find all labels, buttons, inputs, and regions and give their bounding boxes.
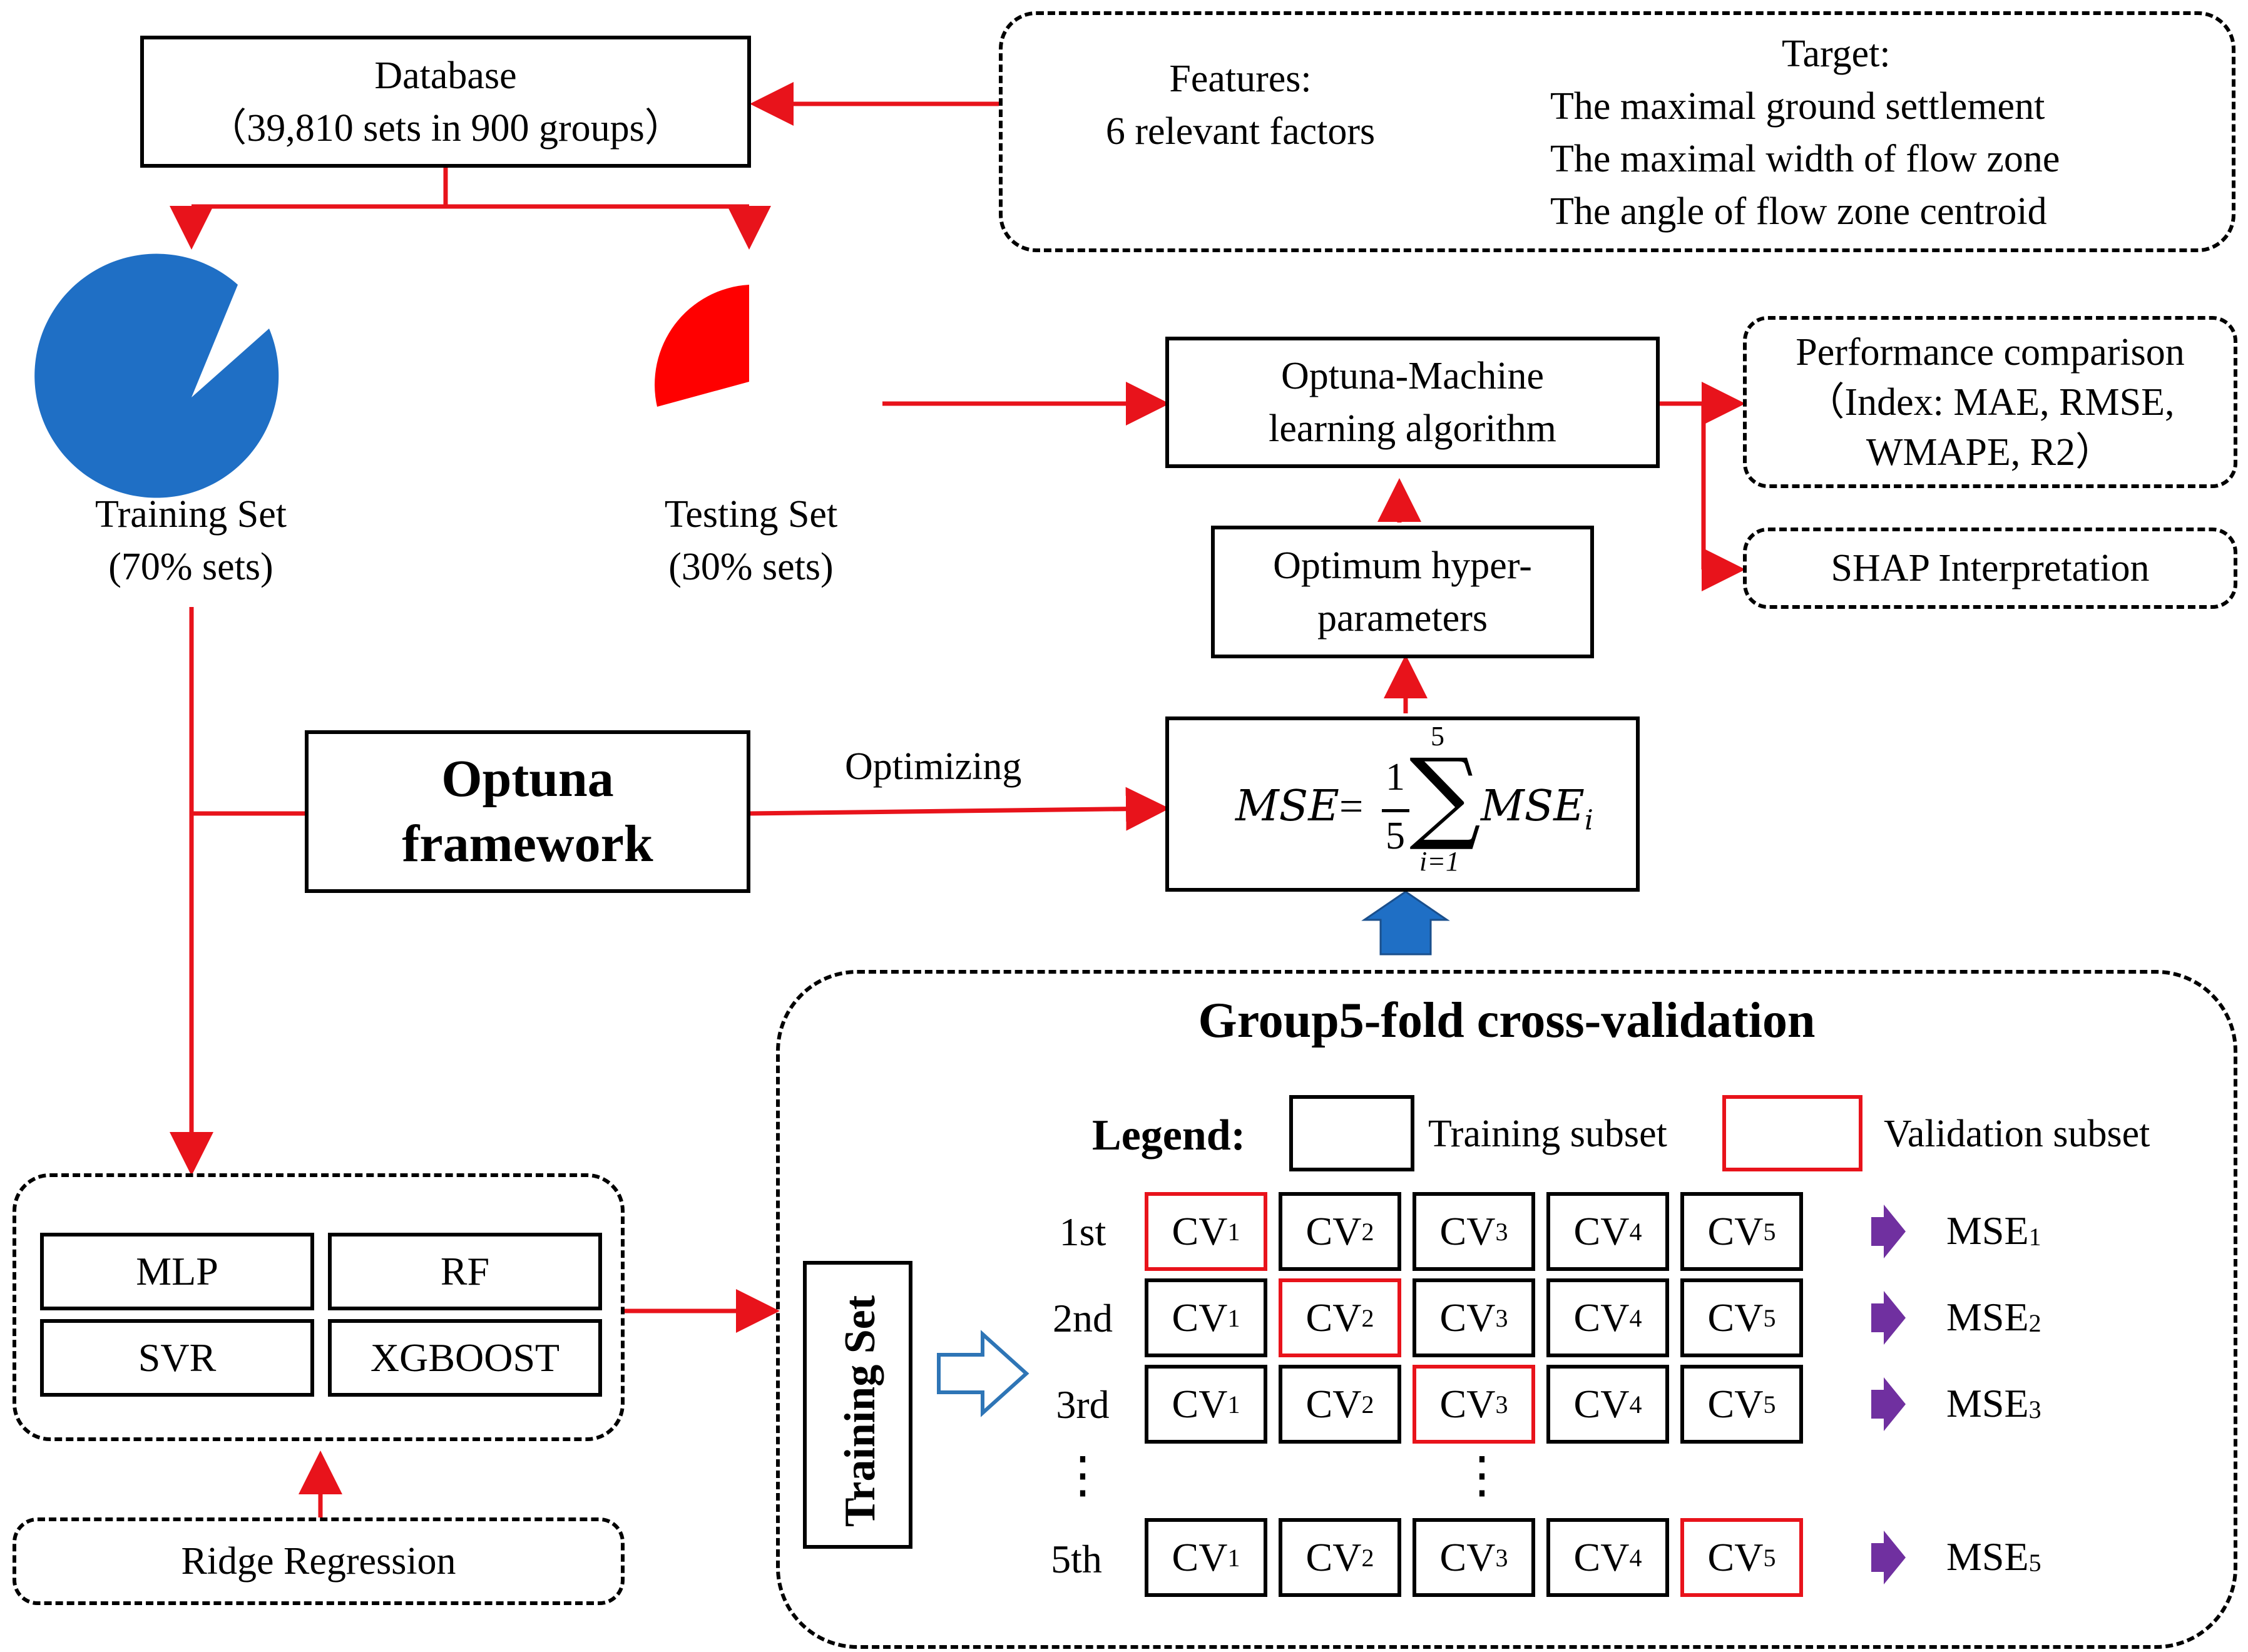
optuna-framework-line1: Optuna bbox=[441, 750, 614, 808]
formula-term-text: MSE bbox=[1481, 782, 1585, 831]
performance-line1: Performance comparison bbox=[1796, 330, 2185, 374]
optuna-framework-line2: framework bbox=[402, 815, 653, 873]
training-pie bbox=[34, 253, 279, 498]
optimizing-label: Optimizing bbox=[845, 745, 1022, 788]
model-rf: RF bbox=[328, 1233, 602, 1310]
training-set-pct: (70% sets) bbox=[108, 546, 273, 588]
target-line-3: The angle of flow zone centroid bbox=[1550, 190, 2047, 233]
performance-line3: WMAPE, R2） bbox=[1866, 431, 2115, 474]
legend-validation-label: Validation subset bbox=[1884, 1113, 2150, 1155]
shap-label: SHAP Interpretation bbox=[1831, 547, 2150, 589]
ridge-label: Ridge Regression bbox=[181, 1540, 456, 1583]
performance-line2: （Index: MAE, RMSE, bbox=[1806, 380, 2175, 424]
training-set-label: Training Set (70% sets) bbox=[69, 488, 313, 593]
testing-set-title: Testing Set bbox=[664, 493, 838, 536]
hyperparameters-box: Optimum hyper- parameters bbox=[1211, 526, 1594, 658]
formula-eq: = bbox=[1339, 782, 1364, 830]
formula-term-sub: i bbox=[1584, 804, 1593, 837]
formula-den: 5 bbox=[1386, 815, 1405, 857]
optuna-ml-box: Optuna-Machine learning algorithm bbox=[1165, 337, 1660, 468]
shap-box: SHAP Interpretation bbox=[1743, 528, 2237, 609]
ridge-box: Ridge Regression bbox=[13, 1517, 625, 1605]
row-label-5: 5th bbox=[1051, 1537, 1102, 1581]
model-xgboost: XGBOOST bbox=[328, 1319, 602, 1397]
blue-up-arrow bbox=[1361, 890, 1450, 956]
performance-box: Performance comparison （Index: MAE, RMSE… bbox=[1743, 316, 2237, 488]
database-title: Database bbox=[374, 54, 517, 97]
column-ellipsis: ⋮ bbox=[1457, 1448, 1507, 1503]
models-box: MLP RF SVR XGBOOST bbox=[13, 1173, 625, 1441]
formula-fraction-bar bbox=[1382, 809, 1409, 812]
sigma-symbol: ∑ bbox=[1409, 737, 1481, 854]
features-subtitle: 6 relevant factors bbox=[1105, 110, 1376, 153]
optuna-ml-line1: Optuna-Machine bbox=[1280, 355, 1545, 397]
features-block: Features: 6 relevant factors bbox=[1103, 53, 1378, 158]
legend-training-label: Training subset bbox=[1428, 1113, 1667, 1155]
database-subtitle: （39,810 sets in 900 groups） bbox=[208, 106, 683, 150]
model-rf-label: RF bbox=[440, 1249, 490, 1293]
legend-training-swatch bbox=[1289, 1095, 1414, 1171]
optuna-ml-line2: learning algorithm bbox=[1269, 407, 1556, 450]
cv-training-set-box: Training Set bbox=[803, 1261, 912, 1549]
formula-sum-top: 5 bbox=[1431, 721, 1444, 752]
formula-lhs: MSE bbox=[1235, 782, 1339, 831]
features-title: Features: bbox=[1169, 58, 1312, 100]
row-label-2: 2nd bbox=[1053, 1296, 1113, 1340]
row-label-1: 1st bbox=[1059, 1210, 1106, 1254]
target-line-2: The maximal width of flow zone bbox=[1550, 138, 2060, 180]
legend-label: Legend: bbox=[1092, 1111, 1245, 1160]
model-mlp: MLP bbox=[40, 1233, 314, 1310]
optuna-framework-box: Optuna framework bbox=[305, 730, 750, 893]
model-xgboost-label: XGBOOST bbox=[370, 1335, 560, 1380]
cv-container: Group5-fold cross-validation bbox=[776, 970, 2237, 1649]
features-target-box: Features: 6 relevant factors Target: The… bbox=[999, 11, 2235, 252]
formula-term: MSEi bbox=[1481, 782, 1593, 837]
testing-set-pct: (30% sets) bbox=[668, 546, 834, 588]
mse-output-3: MSE3 bbox=[1946, 1381, 2041, 1425]
hyper-line2: parameters bbox=[1317, 597, 1488, 640]
mse-output-2: MSE2 bbox=[1946, 1295, 2041, 1339]
cv-training-set-label: Training Set bbox=[836, 1295, 884, 1527]
testing-pie bbox=[655, 285, 749, 407]
database-box: Database （39,810 sets in 900 groups） bbox=[140, 36, 751, 168]
cv-title: Group5-fold cross-validation bbox=[1198, 993, 1816, 1048]
training-set-title: Training Set bbox=[95, 493, 287, 536]
mse-output-5: MSE5 bbox=[1946, 1534, 2041, 1579]
formula-num: 1 bbox=[1386, 756, 1405, 798]
row-label-3: 3rd bbox=[1056, 1382, 1110, 1427]
mse-output-1: MSE1 bbox=[1946, 1208, 2041, 1253]
model-svr-label: SVR bbox=[138, 1335, 217, 1380]
model-mlp-label: MLP bbox=[136, 1249, 218, 1293]
formula-sum-bottom: i=1 bbox=[1419, 846, 1459, 877]
mse-formula-box: MSE = 1 5 5 ∑ i=1 MSEi bbox=[1165, 716, 1640, 892]
target-line-1: The maximal ground settlement bbox=[1550, 85, 2045, 128]
hyper-line1: Optimum hyper- bbox=[1273, 544, 1532, 587]
model-svr: SVR bbox=[40, 1319, 314, 1397]
target-title: Target: bbox=[1782, 33, 1891, 75]
legend-validation-swatch bbox=[1722, 1095, 1862, 1171]
testing-set-label: Testing Set (30% sets) bbox=[632, 488, 870, 593]
row-ellipsis: ⋮ bbox=[1058, 1448, 1108, 1503]
